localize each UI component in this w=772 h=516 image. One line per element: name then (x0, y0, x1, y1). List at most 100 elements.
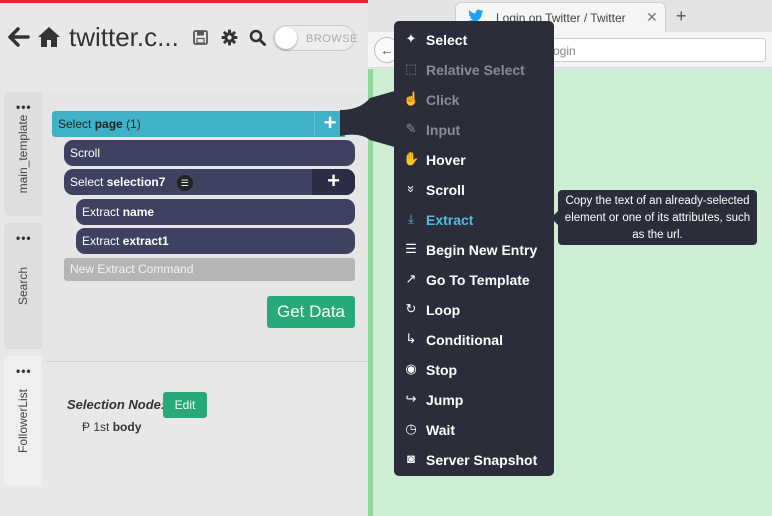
command-select-page[interactable]: Select page (1) (52, 111, 345, 137)
divider (46, 361, 368, 362)
menu-item-relative-select[interactable]: ⬚ Relative Select (394, 54, 554, 84)
gear-icon[interactable] (221, 29, 238, 51)
node-prefix: 1st (93, 420, 110, 434)
pointer-icon: ☝ (403, 91, 420, 106)
wand-icon: ✦ (405, 31, 417, 46)
menu-item-conditional[interactable]: ↳ Conditional (394, 324, 554, 354)
stop-circle-icon: ◉ (405, 361, 417, 376)
share-arrow-icon: ↪ (405, 391, 417, 406)
menu-item-go-to-template[interactable]: ↗ Go To Template (394, 264, 554, 294)
relative-select-icon: ⬚ (404, 61, 418, 76)
double-chevron-down-icon: » (404, 185, 419, 193)
menu-item-select[interactable]: ✦ Select (394, 24, 554, 54)
menu-item-label: Begin New Entry (426, 242, 538, 258)
menu-item-begin-new-entry[interactable]: ☰ Begin New Entry (394, 234, 554, 264)
tab-label: FollowerList (16, 388, 30, 454)
command-verb: Extract (82, 205, 120, 219)
get-data-button[interactable]: Get Data (267, 296, 355, 328)
menu-item-input[interactable]: ✎ Input (394, 114, 554, 144)
url-path: /login (547, 44, 576, 58)
new-tab-icon[interactable]: + (676, 6, 687, 26)
program-editor: Select page (1) + Scroll Select selectio… (42, 92, 368, 360)
app-panel: twitter.c... BROWSE ••• main_template ••… (0, 0, 368, 516)
command-verb: Extract (82, 234, 120, 248)
menu-item-server-snapshot[interactable]: ◙ Server Snapshot (394, 444, 554, 474)
download-icon: ⤓ (408, 211, 414, 226)
menu-item-jump[interactable]: ↪ Jump (394, 384, 554, 414)
more-dots-icon[interactable]: ••• (16, 364, 32, 378)
project-title[interactable]: twitter.c... (69, 22, 179, 52)
node-tag: body (112, 420, 142, 434)
back-arrow-icon[interactable] (8, 26, 30, 53)
command-extract-extract1[interactable]: Extract extract1 (76, 228, 355, 254)
menu-item-label: Input (426, 122, 461, 138)
command-target: selection7 (106, 175, 166, 189)
tooltip-arrow (551, 211, 558, 225)
command-menu: ✦ Select ⬚ Relative Select ☝ Click ✎ Input ✋ Hove… (394, 21, 554, 476)
menu-item-scroll[interactable]: » Scroll (394, 174, 554, 204)
node-tree-icon: Ᵽ (82, 420, 91, 434)
tab-label: main_template (16, 114, 30, 194)
camera-icon: ◙ (407, 451, 415, 466)
edit-button[interactable]: Edit (163, 392, 207, 418)
top-accent-line (0, 0, 368, 3)
menu-item-hover[interactable]: ✋ Hover (394, 144, 554, 174)
selection-count: (1) (126, 117, 141, 131)
home-icon[interactable] (37, 26, 61, 53)
new-extract-command[interactable]: New Extract Command (64, 258, 355, 281)
menu-item-label: Click (426, 92, 460, 108)
browse-toggle[interactable]: BROWSE (273, 25, 358, 51)
menu-item-click[interactable]: ☝ Click (394, 84, 554, 114)
menu-item-stop[interactable]: ◉ Stop (394, 354, 554, 384)
close-icon[interactable]: ✕ (646, 9, 658, 25)
command-verb: Select (70, 175, 104, 189)
menu-item-label: Hover (426, 152, 466, 168)
tab-search[interactable]: ••• Search (4, 223, 42, 349)
browse-label: BROWSE (306, 33, 358, 45)
browser-tab[interactable]: Login on Twitter / Twitter ✕ (455, 2, 666, 32)
menu-item-label: Jump (426, 392, 464, 408)
menu-item-label: Select (426, 32, 468, 48)
command-extract-name[interactable]: Extract name (76, 199, 355, 225)
menu-item-label: Stop (426, 362, 458, 378)
menu-item-label: Extract (426, 212, 474, 228)
menu-item-loop[interactable]: ↻ Loop (394, 294, 554, 324)
hand-icon: ✋ (403, 151, 420, 166)
command-select-selection7[interactable]: Select selection7 ☰ (64, 169, 355, 195)
add-command-button[interactable]: + (314, 111, 345, 137)
pencil-icon: ✎ (405, 121, 417, 136)
selection-node-path[interactable]: Ᵽ 1st body (82, 420, 141, 434)
list-icon: ☰ (405, 241, 417, 256)
save-icon[interactable] (193, 30, 208, 50)
menu-item-label: Scroll (426, 182, 465, 198)
menu-item-label: Relative Select (426, 62, 525, 78)
menu-item-label: Loop (426, 302, 461, 318)
menu-item-label: Conditional (426, 332, 503, 348)
command-target: extract1 (122, 234, 169, 248)
external-link-icon: ↗ (405, 271, 417, 286)
selection-node-label: Selection Node: (67, 397, 166, 412)
command-scroll[interactable]: Scroll (64, 140, 355, 166)
extract-tooltip: Copy the text of an already-selected ele… (558, 190, 757, 245)
command-target: name (122, 205, 155, 219)
search-icon[interactable] (249, 29, 266, 51)
branch-arrow-icon: ↳ (405, 331, 417, 346)
tab-main-template[interactable]: ••• main_template (4, 92, 42, 216)
list-icon[interactable]: ☰ (176, 174, 193, 191)
more-dots-icon[interactable]: ••• (16, 231, 32, 245)
refresh-icon: ↻ (405, 301, 417, 316)
menu-item-extract[interactable]: ⤓ Extract (394, 204, 554, 234)
tab-label: Search (16, 266, 30, 306)
command-verb: Scroll (70, 146, 101, 160)
menu-item-label: Server Snapshot (426, 452, 538, 468)
add-command-button[interactable]: + (312, 169, 355, 195)
more-dots-icon[interactable]: ••• (16, 100, 32, 114)
clock-icon: ◷ (405, 421, 417, 436)
menu-item-wait[interactable]: ◷Wait (394, 414, 554, 444)
menu-item-label: Go To Template (426, 272, 530, 288)
toggle-knob (275, 27, 297, 49)
twitter-bird-icon (468, 9, 484, 26)
command-target: page (94, 117, 123, 131)
menu-connector (340, 90, 398, 148)
tab-follower-list[interactable]: ••• FollowerList (4, 356, 42, 486)
